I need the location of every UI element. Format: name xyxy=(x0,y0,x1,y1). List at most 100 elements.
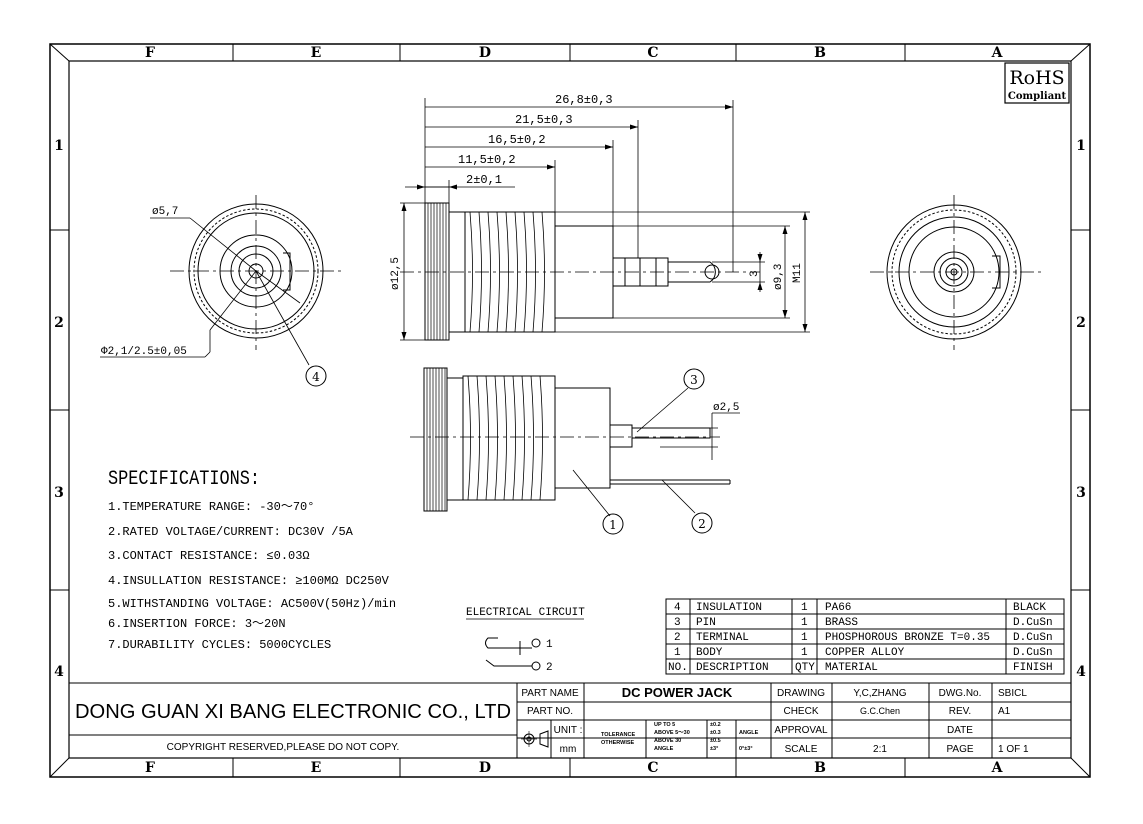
bom-cell: 1 xyxy=(801,617,808,629)
spec-item: 5.WITHSTANDING VOLTAGE: AC500V(50Hz)/min xyxy=(108,597,396,611)
bom-cell: 1 xyxy=(674,647,681,659)
angle-value: 0°±3° xyxy=(739,746,753,752)
bom-cell: D.CuSn xyxy=(1013,632,1053,644)
bom-cell: PIN xyxy=(696,617,716,629)
bom-header: MATERIAL xyxy=(825,662,878,674)
bom-cell: 2 xyxy=(674,632,681,644)
col-label-top: A xyxy=(991,45,1004,61)
bom-cell: 4 xyxy=(674,602,681,614)
unit-label: UNIT : xyxy=(554,725,583,736)
circuit-title: ELECTRICAL CIRCUIT xyxy=(466,607,585,619)
col-label-top: E xyxy=(311,45,322,61)
circuit-pin-1: 1 xyxy=(546,639,553,651)
tol-above30-value: ±0.5 xyxy=(710,738,721,744)
dwg-label: DWG.No. xyxy=(939,688,982,699)
col-label-bottom: C xyxy=(647,760,658,776)
dim-phi-5-7: ø5,7 xyxy=(152,206,178,218)
col-label-bottom: B xyxy=(814,760,826,776)
page-label: PAGE xyxy=(946,744,973,755)
row-label-right: 1 xyxy=(1076,138,1086,154)
projection-symbol-icon xyxy=(521,730,549,748)
row-label-left: 1 xyxy=(54,138,64,154)
dim-11-5: 11,5±0,2 xyxy=(458,153,516,167)
specifications-list: 1.TEMPERATURE RANGE: -30～70° 2.RATED VOL… xyxy=(108,500,396,652)
knurl-lines xyxy=(427,203,447,340)
copyright-notice: COPYRIGHT RESERVED,PLEASE DO NOT COPY. xyxy=(167,742,400,753)
otherwise-label: OTHERWISE xyxy=(601,740,635,746)
specifications-title: SPECIFICATIONS: xyxy=(108,468,260,491)
dim-phi-12-5: ø12,5 xyxy=(390,257,402,290)
row-label-left: 4 xyxy=(54,664,64,680)
dwg-value: SBICL xyxy=(998,688,1027,699)
bom-cell: D.CuSn xyxy=(1013,617,1053,629)
bom-cell: BODY xyxy=(696,647,723,659)
tol-angle: ANGLE xyxy=(654,746,674,752)
bom-cell: D.CuSn xyxy=(1013,647,1053,659)
dim-phi-9-3: ø9,3 xyxy=(773,264,785,290)
row-label-right: 4 xyxy=(1076,664,1086,680)
row-label-left: 3 xyxy=(54,485,64,501)
callout-3: 3 xyxy=(690,373,698,387)
rohs-title: RoHS xyxy=(1009,67,1064,89)
callout-2: 2 xyxy=(698,517,706,531)
scale-label: SCALE xyxy=(785,744,818,755)
bom-cell: 1 xyxy=(801,632,808,644)
col-label-top: F xyxy=(145,45,155,61)
bom-cell: TERMINAL xyxy=(696,632,749,644)
bom-cell: 1 xyxy=(801,647,808,659)
rear-view xyxy=(870,195,1045,350)
dim-3: 3 xyxy=(749,270,761,277)
part-no-label: PART NO. xyxy=(527,706,573,717)
bom-cell: BLACK xyxy=(1013,602,1046,614)
bom-header: NO. xyxy=(668,662,688,674)
part-name-label: PART NAME xyxy=(521,688,579,699)
date-label: DATE xyxy=(947,725,973,736)
spec-item: 6.INSERTION FORCE: 3～20N xyxy=(108,617,286,631)
row-labels: 1 2 3 4 1 2 3 4 xyxy=(54,138,1086,680)
rohs-subtitle: Compliant xyxy=(1008,91,1067,102)
col-label-top: D xyxy=(479,45,491,61)
bom-cell: INSULATION xyxy=(696,602,762,614)
check-label: CHECK xyxy=(783,706,818,717)
col-label-top: C xyxy=(647,45,658,61)
spec-item: 7.DURABILITY CYCLES: 5000CYCLES xyxy=(108,638,331,652)
dim-16-5: 16,5±0,2 xyxy=(488,133,546,147)
row-label-right: 2 xyxy=(1076,315,1086,331)
drawing-value: Y,C,ZHANG xyxy=(853,688,906,699)
side-view xyxy=(400,202,760,341)
tol-upto5: UP TO 5 xyxy=(654,722,675,728)
dim-26-8: 26,8±0,3 xyxy=(555,93,613,107)
bom-header: QTY xyxy=(795,662,815,674)
rev-value: A1 xyxy=(998,706,1011,717)
dim-21-5: 21,5±0,3 xyxy=(515,113,573,127)
dim-m11: M11 xyxy=(792,263,804,283)
col-label-bottom: E xyxy=(311,760,322,776)
bom-header: FINISH xyxy=(1013,662,1053,674)
bom-cell: PHOSPHOROUS BRONZE T=0.35 xyxy=(825,632,990,644)
rev-label: REV. xyxy=(949,706,971,717)
callout-1: 1 xyxy=(609,518,617,532)
col-label-top: B xyxy=(814,45,826,61)
tol-angle-value: ±3° xyxy=(710,746,718,752)
approval-label: APPROVAL xyxy=(774,725,828,736)
tolerance-label: TOLERANCE xyxy=(601,732,635,738)
title-block: DONG GUAN XI BANG ELECTRONIC CO., LTD CO… xyxy=(68,682,1072,759)
tol-5-30-value: ±0.3 xyxy=(710,730,721,736)
spec-item: 3.CONTACT RESISTANCE: ≤0.03Ω xyxy=(108,549,310,563)
bom-header: DESCRIPTION xyxy=(696,662,769,674)
dimension-arrows xyxy=(401,104,808,340)
col-label-bottom: D xyxy=(479,760,491,776)
spec-item: 2.RATED VOLTAGE/CURRENT: DC30V /5A xyxy=(108,525,354,539)
dim-pin-diameter: Φ2,1/2.5±0,05 xyxy=(101,346,187,358)
dim-phi-2-5: ø2,5 xyxy=(713,402,739,414)
part-name-value: DC POWER JACK xyxy=(622,685,733,700)
side-view-bottom xyxy=(410,367,740,535)
dim-2: 2±0,1 xyxy=(466,173,502,187)
spec-item: 1.TEMPERATURE RANGE: -30～70° xyxy=(108,500,314,514)
tol-5-30: ABOVE 5～30 xyxy=(654,730,690,736)
electrical-circuit: ELECTRICAL CIRCUIT 1 2 xyxy=(466,607,585,674)
bom-cell: COPPER ALLOY xyxy=(825,647,905,659)
check-value: G.C.Chen xyxy=(860,706,900,716)
tol-above30: ABOVE 30 xyxy=(654,738,681,744)
